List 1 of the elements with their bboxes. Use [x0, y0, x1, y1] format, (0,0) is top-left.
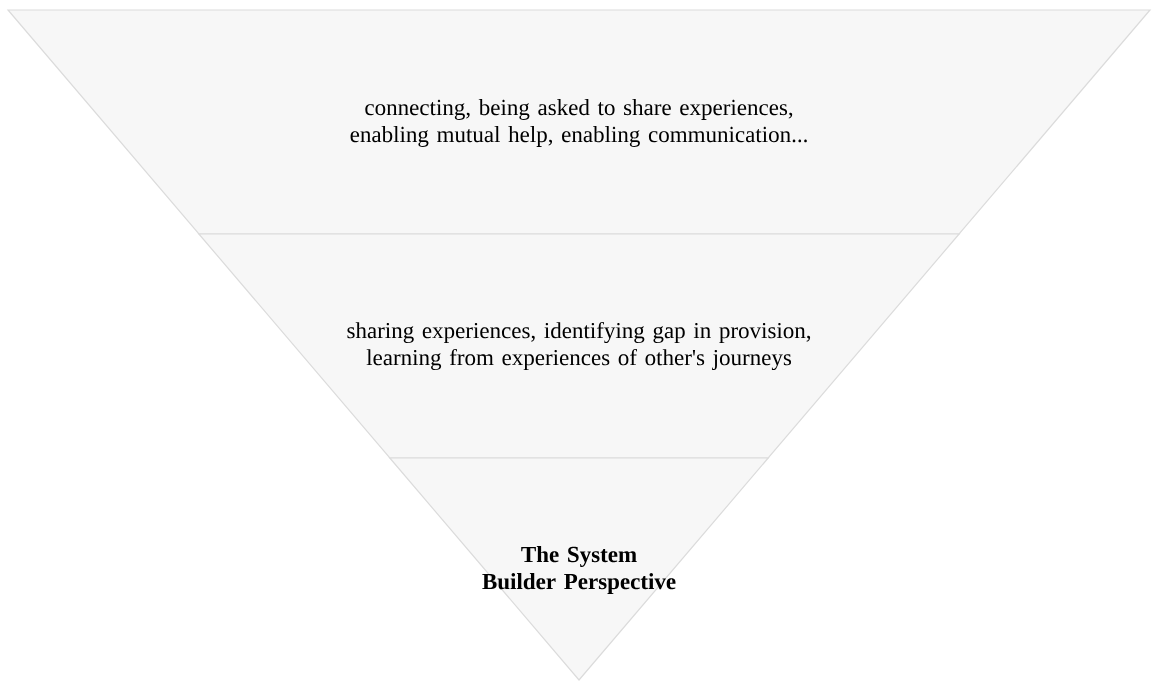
- node-label: connecting, being asked to share experiences, enabling mutual help, enabling communication...: [350, 99, 807, 147]
